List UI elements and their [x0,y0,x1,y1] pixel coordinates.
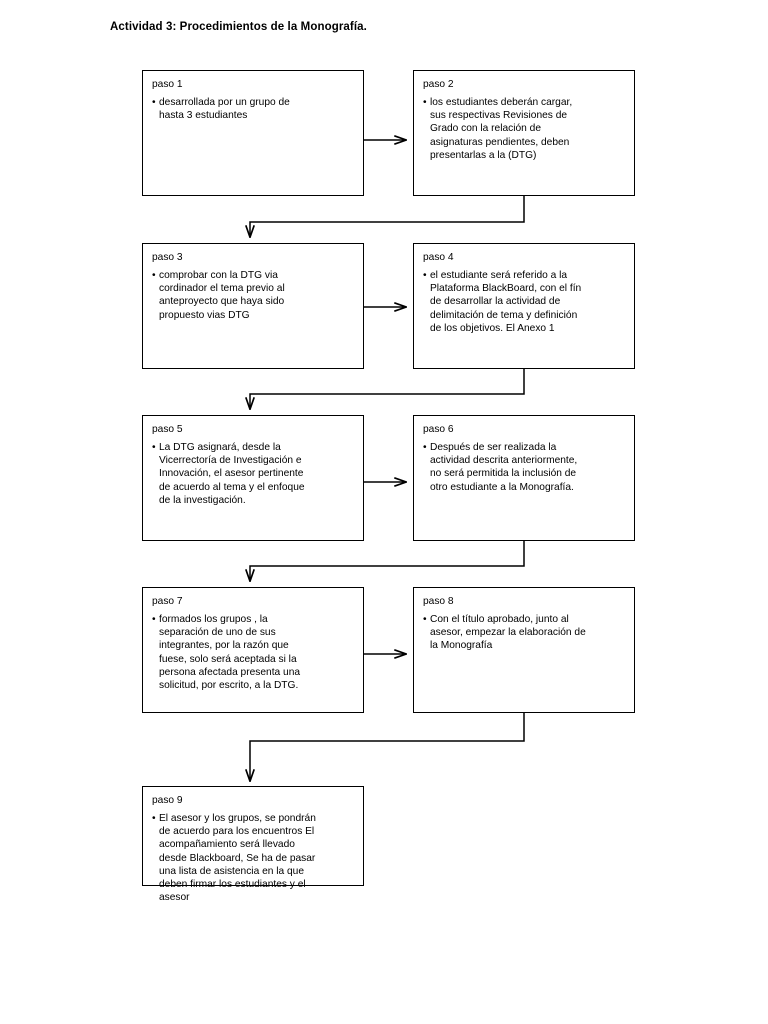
flow-node-paso-2[interactable]: paso 2 • los estudiantes deberán cargar,… [413,70,635,196]
flow-node-title: paso 7 [152,596,183,607]
flow-node-body: • La DTG asignará, desde la Vicerrectorí… [152,441,355,507]
page-title: Actividad 3: Procedimientos de la Monogr… [110,21,367,33]
flow-node-title: paso 4 [423,252,454,263]
flow-node-text: desarrollada por un grupo de hasta 3 est… [159,97,290,122]
flow-node-body: • desarrollada por un grupo de hasta 3 e… [152,96,355,122]
flow-node-paso-7[interactable]: paso 7 • formados los grupos , la separa… [142,587,364,713]
edge-8-to-9 [250,713,525,781]
edge-2-to-3 [250,196,525,237]
bullet-icon: • [152,270,156,281]
flow-node-title: paso 6 [423,424,454,435]
flow-node-text: La DTG asignará, desde la Vicerrectoría … [159,442,305,506]
flow-node-body: • El asesor y los grupos, se pondrán de … [152,812,355,904]
flow-node-text: el estudiante será referido a la Platafo… [430,270,582,334]
edge-6-to-7 [250,541,525,581]
flow-node-paso-9[interactable]: paso 9 • El asesor y los grupos, se pond… [142,786,364,903]
flow-node-text: Después de ser realizada la actividad de… [430,442,578,493]
bullet-icon: • [152,97,156,108]
bullet-icon: • [423,614,427,625]
flow-node-paso-4[interactable]: paso 4 • el estudiante será referido a l… [413,243,635,369]
flow-node-title: paso 1 [152,79,183,90]
flow-node-title: paso 3 [152,252,183,263]
bullet-icon: • [152,813,156,824]
edge-4-to-5 [250,369,525,409]
bullet-icon: • [423,270,427,281]
flow-node-body: • Con el título aprobado, junto al aseso… [423,613,626,653]
flow-node-text: los estudiantes deberán cargar, sus resp… [430,97,573,161]
flow-node-text: Con el título aprobado, junto al asesor,… [430,614,586,652]
flow-node-paso-1[interactable]: paso 1 • desarrollada por un grupo de ha… [142,70,364,196]
flow-node-body: • el estudiante será referido a la Plata… [423,269,626,335]
flow-node-text: formados los grupos , la separación de u… [159,614,301,692]
flow-node-body: • Después de ser realizada la actividad … [423,441,626,494]
flow-node-title: paso 8 [423,596,454,607]
flow-node-paso-6[interactable]: paso 6 • Después de ser realizada la act… [413,415,635,541]
bullet-icon: • [423,97,427,108]
bullet-icon: • [423,442,427,453]
flow-node-text: El asesor y los grupos, se pondrán de ac… [159,813,316,904]
bullet-icon: • [152,442,156,453]
flow-node-body: • los estudiantes deberán cargar, sus re… [423,96,626,162]
bullet-icon: • [152,614,156,625]
flow-node-body: • formados los grupos , la separación de… [152,613,355,692]
flow-node-title: paso 9 [152,795,183,806]
flow-node-paso-5[interactable]: paso 5 • La DTG asignará, desde la Vicer… [142,415,364,541]
flow-node-text: comprobar con la DTG via cordinador el t… [159,270,285,321]
flow-node-paso-8[interactable]: paso 8 • Con el título aprobado, junto a… [413,587,635,713]
flow-node-paso-3[interactable]: paso 3 • comprobar con la DTG via cordin… [142,243,364,369]
flow-node-title: paso 5 [152,424,183,435]
flow-node-title: paso 2 [423,79,454,90]
flow-node-body: • comprobar con la DTG via cordinador el… [152,269,355,322]
